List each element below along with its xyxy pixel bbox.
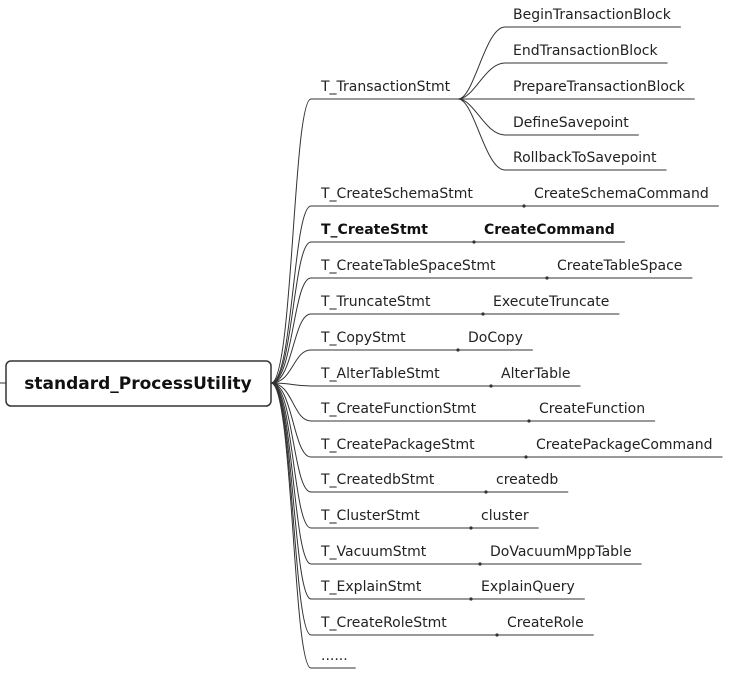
branch-connector [270,313,315,384]
branch-connector [270,382,315,565]
child-label: BeginTransactionBlock [513,7,672,23]
child-label: AlterTable [501,366,571,382]
child-connector [458,26,506,100]
joint-dot [484,490,488,494]
child-label: CreatePackageCommand [536,437,713,453]
branch-label: T_CreatedbStmt [320,472,435,488]
child-label: CreateCommand [484,222,615,238]
branch-connector [270,382,315,493]
child-label: ExecuteTruncate [493,294,609,310]
branch-nodes: T_TransactionStmt BeginTransactionBlockEn… [315,7,723,669]
root-label: standard_ProcessUtility [24,374,252,394]
branch-connector [270,205,315,384]
branch-label: T_VacuumStmt [320,544,427,560]
branch-connector [270,382,315,458]
child-label: ExplainQuery [481,579,575,595]
joint-dot [472,240,476,244]
child-connector [458,62,506,100]
branch-label: T_CreatePackageStmt [320,437,475,453]
branch-label: T_CreateFunctionStmt [320,401,477,417]
branch-label: T_ClusterStmt [320,508,420,524]
child-label: CreateRole [507,615,584,631]
child-label: CreateFunction [539,401,645,417]
root-node [5,360,272,407]
connector-lines [270,26,506,669]
branch-label: T_TransactionStmt [320,79,451,95]
branch-label: T_CreateSchemaStmt [320,186,473,202]
child-label: EndTransactionBlock [513,43,658,59]
child-label: DoCopy [468,330,523,346]
branch-connector [270,98,315,384]
joint-dot [527,419,531,423]
joint-dot [495,633,499,637]
child-label: PrepareTransactionBlock [513,79,686,95]
branch-connector [270,382,315,600]
joint-dot [469,526,473,530]
joint-dot [469,597,473,601]
joint-dot [524,455,528,459]
branch-connector [270,382,315,387]
branch-label: T_ExplainStmt [320,579,422,595]
branch-label: T_AlterTableStmt [320,366,440,382]
joint-dot [522,204,526,208]
branch-connector [270,382,315,422]
branch-connector [270,241,315,384]
branch-label: T_CopyStmt [320,330,406,346]
child-connector [458,98,506,136]
branch-connector [270,382,315,669]
joint-dot [489,384,493,388]
joint-dot [481,312,485,316]
branch-connector [270,349,315,384]
child-label: cluster [481,508,529,524]
joint-dot [545,276,549,280]
child-label: CreateTableSpace [557,258,682,274]
child-label: DefineSavepoint [513,115,629,131]
child-label: createdb [496,472,558,488]
branch-connector [270,382,315,529]
branch-label: T_CreateRoleStmt [320,615,447,631]
branch-label: T_CreateTableSpaceStmt [320,258,496,274]
branch-label: ...... [321,648,348,664]
child-label: CreateSchemaCommand [534,186,709,202]
branch-connector [270,277,315,384]
child-label: RollbackToSavepoint [513,150,657,166]
child-label: DoVacuumMppTable [490,544,632,560]
branch-label: T_CreateStmt [321,222,428,238]
joint-dot [478,562,482,566]
joint-dot [456,348,460,352]
branch-label: T_TruncateStmt [320,294,431,310]
child-connector [458,98,506,171]
